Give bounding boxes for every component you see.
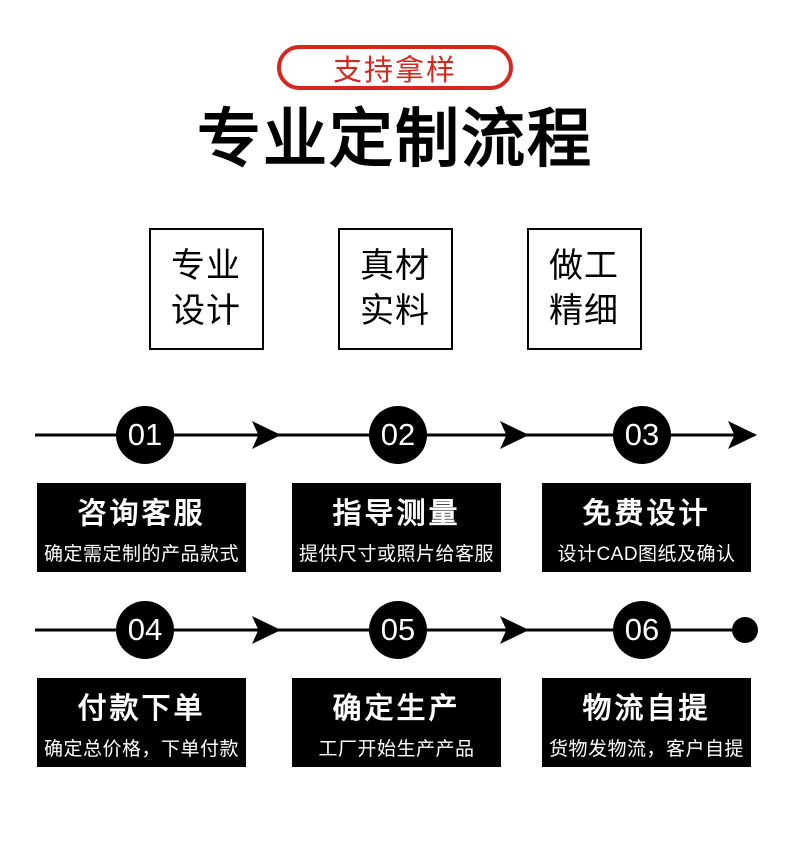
feature-line: 实料 bbox=[360, 292, 430, 330]
step-number-circle-03: 03 bbox=[613, 406, 671, 464]
step-box-consult-service: 咨询客服 确定需定制的产品款式 bbox=[37, 483, 246, 572]
step-description: 工厂开始生产产品 bbox=[318, 738, 475, 760]
step-box-free-design: 免费设计 设计CAD图纸及确认 bbox=[542, 483, 751, 572]
step-number-circle-04: 04 bbox=[116, 601, 174, 659]
step-number: 01 bbox=[127, 417, 163, 452]
step-title: 免费设计 bbox=[582, 497, 711, 530]
step-title: 咨询客服 bbox=[77, 497, 206, 530]
flow-timeline-row-2: 04 05 06 bbox=[0, 601, 790, 659]
timeline-end-dot bbox=[732, 617, 758, 643]
step-description: 提供尺寸或照片给客服 bbox=[298, 543, 494, 565]
feature-box-professional-design: 专业 设计 bbox=[148, 228, 264, 350]
step-number: 05 bbox=[380, 612, 416, 647]
feature-line: 真材 bbox=[360, 247, 430, 286]
step-box-logistics-pickup: 物流自提 货物发物流，客户自提 bbox=[542, 678, 751, 767]
flow-timeline-row-1: 01 02 03 bbox=[0, 406, 790, 464]
step-title: 指导测量 bbox=[332, 497, 461, 530]
step-description: 确定总价格，下单付款 bbox=[43, 738, 239, 760]
step-number: 06 bbox=[624, 612, 660, 647]
step-description: 确定需定制的产品款式 bbox=[43, 543, 239, 565]
step-number-circle-05: 05 bbox=[369, 601, 427, 659]
page-title: 专业定制流程 bbox=[197, 103, 593, 175]
feature-line: 设计 bbox=[171, 292, 241, 330]
step-number: 04 bbox=[127, 612, 163, 647]
feature-line: 精细 bbox=[549, 292, 619, 330]
step-description: 货物发物流，客户自提 bbox=[548, 738, 744, 760]
step-description: 设计CAD图纸及确认 bbox=[557, 543, 736, 565]
step-box-guided-measurement: 指导测量 提供尺寸或照片给客服 bbox=[292, 483, 501, 572]
feature-line: 做工 bbox=[549, 247, 619, 286]
step-number-circle-01: 01 bbox=[116, 406, 174, 464]
sample-support-badge-label: 支持拿样 bbox=[332, 54, 458, 87]
step-number-circle-06: 06 bbox=[613, 601, 671, 659]
feature-line: 专业 bbox=[171, 247, 241, 286]
feature-box-genuine-material: 真材 实料 bbox=[337, 228, 453, 350]
step-number: 03 bbox=[624, 417, 660, 452]
step-number-circle-02: 02 bbox=[369, 406, 427, 464]
step-number: 02 bbox=[380, 417, 416, 452]
step-title: 付款下单 bbox=[77, 692, 206, 725]
feature-box-fine-workmanship: 做工 精细 bbox=[526, 228, 642, 350]
feature-list: 专业 设计 真材 实料 做工 精细 bbox=[0, 228, 790, 350]
step-box-confirm-production: 确定生产 工厂开始生产产品 bbox=[292, 678, 501, 767]
step-box-pay-order: 付款下单 确定总价格，下单付款 bbox=[37, 678, 246, 767]
step-title: 确定生产 bbox=[332, 692, 461, 725]
step-title: 物流自提 bbox=[582, 692, 711, 725]
sample-support-badge: 支持拿样 bbox=[276, 45, 514, 90]
